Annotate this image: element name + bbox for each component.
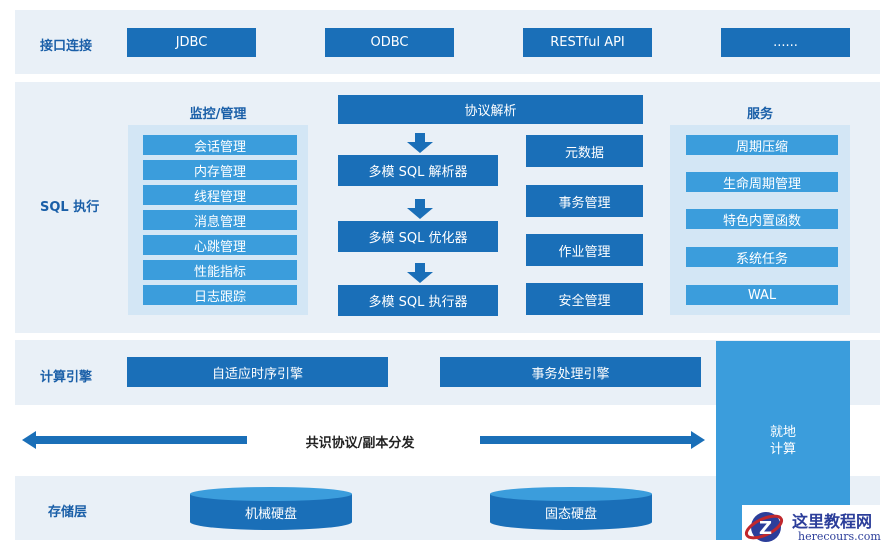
monitor-item: 日志跟踪 — [143, 285, 297, 305]
down-arrow-icon — [407, 133, 433, 153]
watermark-url: herecours.com — [798, 530, 881, 543]
down-arrow-icon — [407, 199, 433, 219]
pipeline-step: 多模 SQL 解析器 — [338, 155, 498, 186]
local-compute-label: 就地 计算 — [769, 424, 796, 457]
consensus-label: 共识协议/副本分发 — [305, 436, 415, 451]
service-item: WAL — [686, 285, 838, 305]
monitor-item: 性能指标 — [143, 260, 297, 280]
monitor-title: 监控/管理 — [189, 107, 247, 122]
interface-more: ...... — [721, 28, 850, 57]
service-item: 周期压缩 — [686, 135, 838, 155]
monitor-item: 线程管理 — [143, 185, 297, 205]
storage-label: 存储层 — [48, 505, 88, 520]
storage-disk-label: 固态硬盘 — [544, 507, 597, 522]
engine-timeseries: 自适应时序引擎 — [127, 357, 388, 387]
engine-transaction: 事务处理引擎 — [440, 357, 701, 387]
storage-disk-label: 机械硬盘 — [244, 507, 297, 522]
compute-label: 计算引擎 — [40, 370, 93, 385]
monitor-item: 内存管理 — [143, 160, 297, 180]
interface-restful: RESTful API — [523, 28, 652, 57]
monitor-item: 会话管理 — [143, 135, 297, 155]
sql-label: SQL 执行 — [40, 200, 100, 215]
service-item: 特色内置函数 — [686, 209, 838, 229]
watermark-title: 这里教程网 — [792, 512, 873, 531]
sql-side-module: 安全管理 — [526, 283, 643, 315]
interface-label: 接口连接 — [40, 39, 93, 54]
pipeline-step: 多模 SQL 执行器 — [338, 285, 498, 316]
pipeline-step: 多模 SQL 优化器 — [338, 221, 498, 252]
monitor-item: 消息管理 — [143, 210, 297, 230]
service-item: 系统任务 — [686, 247, 838, 267]
down-arrow-icon — [407, 263, 433, 283]
sql-side-module: 元数据 — [526, 135, 643, 167]
right-arrow — [480, 431, 705, 449]
svg-text:Z: Z — [759, 518, 772, 539]
interface-jdbc: JDBC — [127, 28, 256, 57]
left-arrow — [22, 431, 247, 449]
watermark-logo: Z 这里教程网 herecours.com — [742, 505, 889, 549]
storage-disk: 固态硬盘 — [490, 486, 652, 530]
services-title: 服务 — [746, 107, 773, 122]
interface-odbc: ODBC — [325, 28, 454, 57]
protocol-parse: 协议解析 — [338, 95, 643, 124]
sql-side-module: 事务管理 — [526, 185, 643, 217]
storage-disk: 机械硬盘 — [190, 486, 352, 530]
service-item: 生命周期管理 — [686, 172, 838, 192]
sql-side-module: 作业管理 — [526, 234, 643, 266]
monitor-item: 心跳管理 — [143, 235, 297, 255]
